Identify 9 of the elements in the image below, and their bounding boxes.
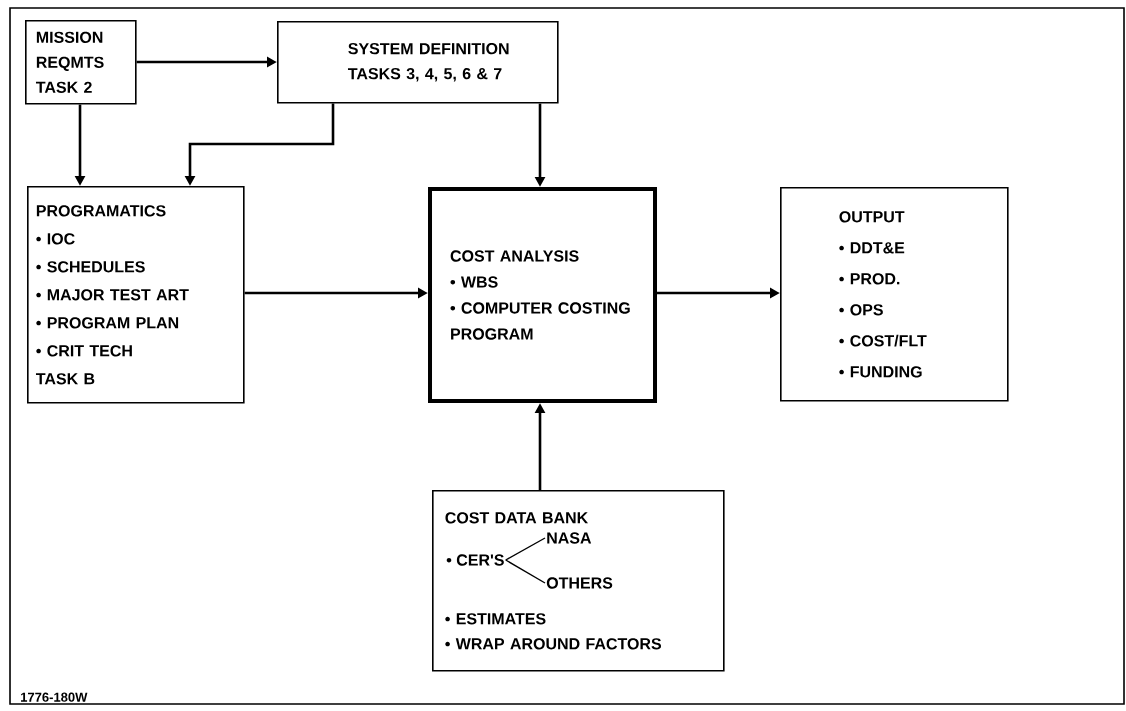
item-text: NASA [547, 532, 592, 544]
process-box: OUTPUT • DDT&E • PROD. • OPS • COST/FLT • FUNDING [780, 187, 1009, 402]
item-text: OTHERS [546, 577, 613, 589]
figure-number: 1776-180W [21, 692, 88, 702]
process-box: SYSTEM DEFINITION TASKS 3, 4, 5, 6 & 7 [277, 21, 559, 104]
process-box: COST ANALYSIS • WBS • COMPUTER COSTING PROGRAM [428, 187, 657, 403]
process-box: MISSION REQMTS TASK 2 [25, 20, 137, 105]
item-text: • CER'S [446, 554, 504, 566]
process-box: PROGRAMATICS • IOC • SCHEDULES • MAJOR TEST ART • PROGRAM PLAN • CRIT TECH TASK B [27, 186, 245, 404]
